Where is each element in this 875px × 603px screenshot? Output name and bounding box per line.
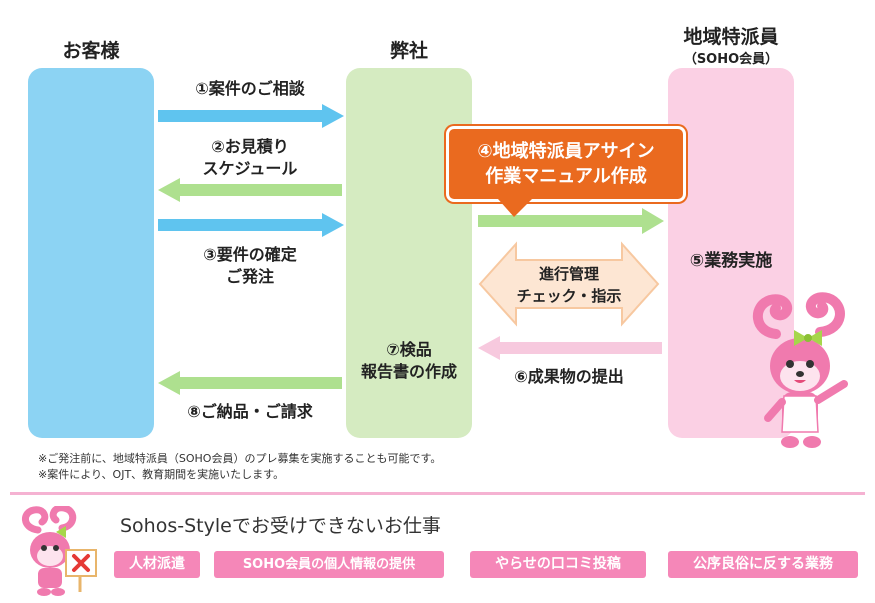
progress-label-line1: 進行管理 [538,265,599,283]
note-line1: ※ご発注前に、地域特派員（SOHO会員）のプレ募集を実施することも可能です。 [38,452,442,465]
step2-label-line1: ②お見積り [211,137,289,156]
step8-label: ⑧ご納品・ご請求 [187,402,313,421]
arrow-step1-right [158,104,344,128]
not-available-tag-4: 公序良俗に反する業務 [668,551,858,578]
not-available-tag-1: 人材派遣 [114,551,200,578]
arrow-step2-left [158,178,342,202]
arrow-step8-left [158,371,342,395]
not-available-tag-2: SOHO会員の個人情報の提供 [214,551,444,578]
step7-label-line1: ⑦検品 [386,340,432,359]
member-column-title: 地域特派員 [683,26,779,48]
customer-column [28,68,154,438]
step3-label-line2: ご発注 [225,267,274,286]
callout-pointer [498,199,532,217]
progress-label-line2: チェック・指示 [516,287,622,305]
arrow-step6-left [478,336,662,360]
step2-label-line2: スケジュール [202,159,298,178]
step4-label-line2: 作業マニュアル作成 [485,166,647,187]
note-line2: ※案件により、OJT、教育期間を実施いたします。 [38,468,285,481]
arrow-step3-right [158,213,344,237]
member-column-subtitle: （SOHO会員） [683,52,779,67]
progress-double-arrow [478,241,660,327]
step6-label: ⑥成果物の提出 [514,367,624,386]
not-available-tag-3: やらせの口コミ投稿 [470,551,646,578]
step4-label-line1: ④地域特派員アサイン [477,141,655,162]
step5-label: ⑤業務実施 [689,251,773,271]
step3-label-line1: ③要件の確定 [203,245,297,264]
step4-callout: ④地域特派員アサイン 作業マニュアル作成 [446,126,686,202]
step1-label: ①案件のご相談 [195,79,305,98]
company-column-title: 弊社 [389,40,428,62]
arrow-step4-right [478,208,664,234]
customer-column-title: お客様 [62,40,120,62]
mascot-character-icon [752,292,848,448]
section-divider [10,492,865,495]
not-available-title: Sohos-Styleでお受けできないお仕事 [120,515,441,537]
step7-label-line2: 報告書の作成 [360,362,457,381]
mascot-small-icon [22,506,97,596]
